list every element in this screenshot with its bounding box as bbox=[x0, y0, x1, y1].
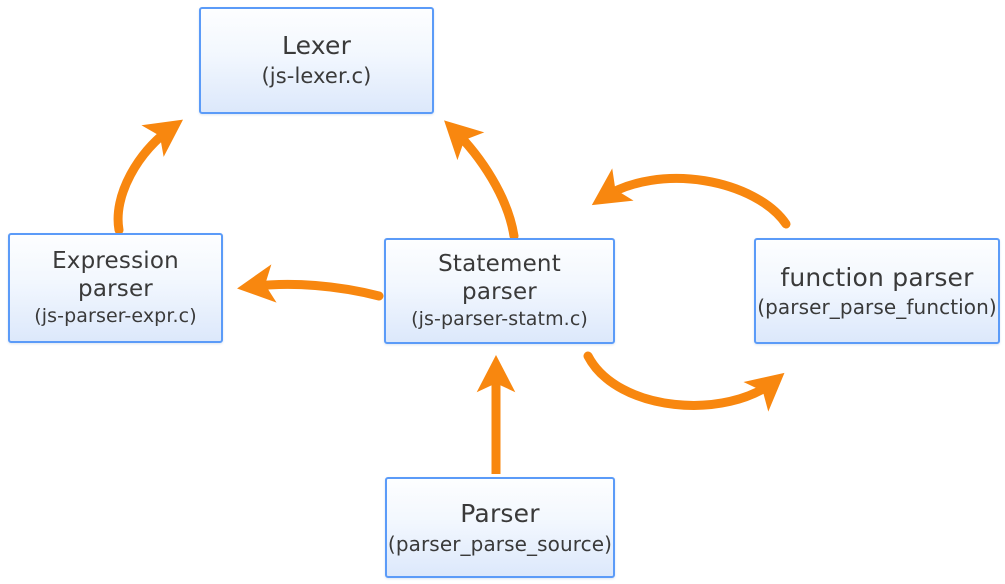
node-expression-parser-title: Expression parser bbox=[52, 248, 179, 303]
node-lexer-subtitle: (js-lexer.c) bbox=[261, 63, 372, 88]
node-parser-title: Parser bbox=[460, 499, 540, 529]
node-expression-parser[interactable]: Expression parser (js-parser-expr.c) bbox=[8, 233, 223, 343]
edge-statement-to-expression bbox=[237, 264, 384, 303]
node-parser-subtitle: (parser_parse_source) bbox=[387, 531, 613, 556]
node-statement-parser-subtitle: (js-parser-statm.c) bbox=[411, 308, 588, 331]
node-statement-parser[interactable]: Statement parser (js-parser-statm.c) bbox=[384, 238, 615, 344]
node-function-parser[interactable]: function parser (parser_parse_function) bbox=[754, 238, 1000, 344]
node-statement-parser-title: Statement parser bbox=[438, 251, 561, 306]
edge-expression-to-lexer bbox=[113, 119, 184, 235]
edge-statement-to-function bbox=[583, 351, 785, 412]
edge-statement-to-lexer bbox=[444, 120, 519, 241]
node-function-parser-subtitle: (parser_parse_function) bbox=[757, 295, 997, 320]
node-expression-parser-subtitle: (js-parser-expr.c) bbox=[34, 305, 197, 328]
node-lexer[interactable]: Lexer (js-lexer.c) bbox=[199, 7, 434, 114]
node-function-parser-title: function parser bbox=[780, 262, 974, 292]
node-parser[interactable]: Parser (parser_parse_source) bbox=[385, 477, 615, 578]
edge-function-to-statement bbox=[591, 168, 791, 229]
node-lexer-title: Lexer bbox=[281, 31, 352, 61]
